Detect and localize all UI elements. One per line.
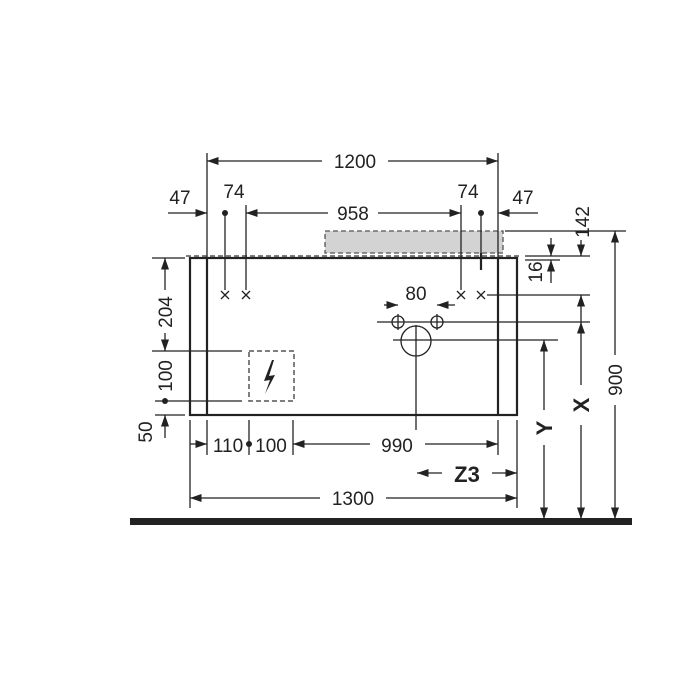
drain-icon [391,314,444,357]
dim-y: Y [532,420,557,435]
basin-outline [324,230,504,254]
dim-50: 50 [136,421,157,442]
lightning-icon [264,360,275,394]
socket-bottom-point [246,441,252,447]
dim-74-left: 74 [223,182,245,203]
floor-line [130,518,632,525]
dim-80: 80 [405,284,426,305]
extension-lines [152,153,626,508]
dim-900: 900 [606,364,627,396]
dim-100-horizontal: 100 [255,436,287,457]
cabinet [188,253,519,417]
dim-16: 16 [526,261,547,282]
dim-x: X [569,397,594,412]
dim-1300: 1300 [332,489,374,510]
tap-point-left [222,210,228,216]
dim-204: 204 [156,296,177,328]
dim-110: 110 [213,436,243,457]
dim-990: 990 [381,436,413,457]
socket-outline [248,350,295,402]
dim-z3: Z3 [454,462,480,487]
fixing-cross-icons [220,290,486,300]
dim-1200: 1200 [334,152,376,173]
dim-958: 958 [337,204,369,225]
dim-47-left: 47 [169,188,190,209]
socket-point [162,398,168,404]
dimension-lines [160,156,620,519]
dim-47-right: 47 [512,188,533,209]
dim-74-right: 74 [457,182,479,203]
tap-point-right [478,210,484,216]
dim-100-vertical: 100 [156,360,177,392]
dim-142: 142 [573,206,594,238]
